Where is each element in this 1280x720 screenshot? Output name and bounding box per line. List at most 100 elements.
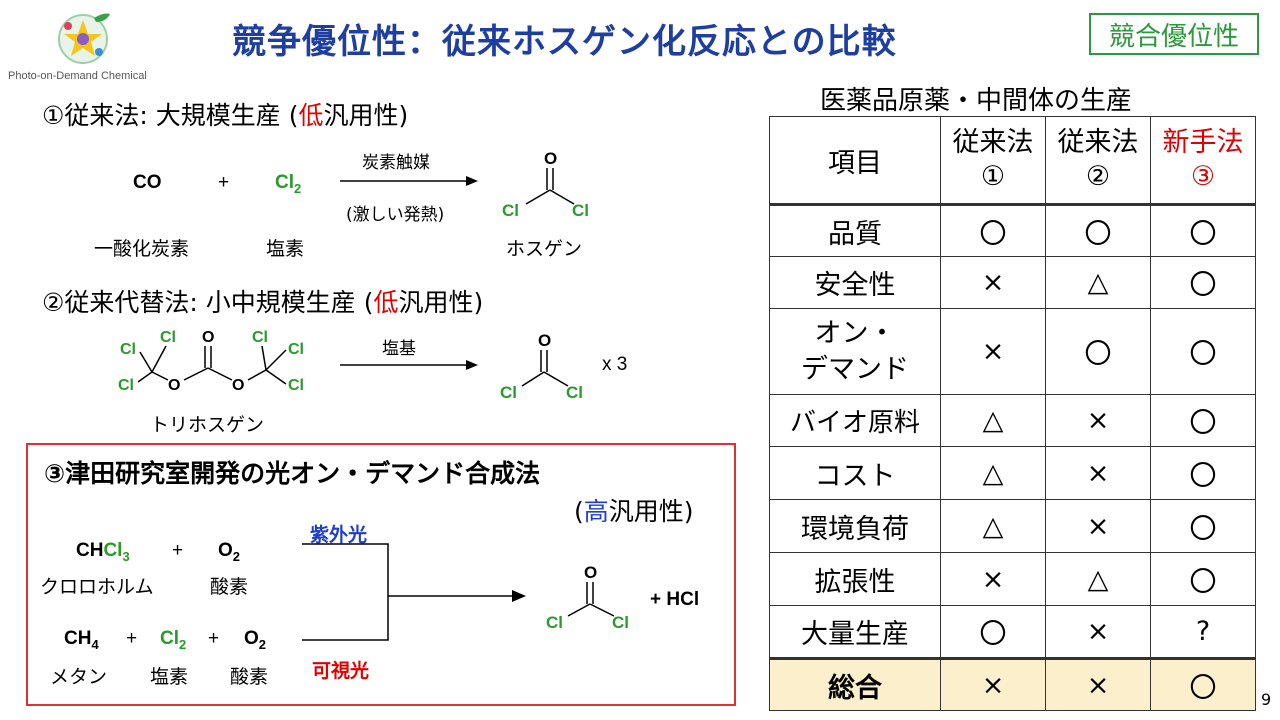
tp-cl-1: Cl: [160, 329, 176, 346]
phosgene-structure-3: O Cl Cl: [546, 563, 629, 632]
table-row: 品質 〇 〇 〇: [769, 204, 1256, 257]
header-method2-line1: 従来法: [1057, 127, 1139, 158]
plus-sign: +: [218, 172, 230, 193]
row-item-line1: オン・: [814, 317, 896, 349]
method1-low: 低: [298, 101, 324, 130]
row-item-line2: デマンド: [801, 353, 909, 385]
table-row: 環境負荷 △ × 〇: [769, 499, 1256, 553]
triphosgene-multiplier: x 3: [602, 354, 628, 375]
o2-formula-2: O2: [244, 628, 267, 652]
oxygen-label-1: 酸素: [210, 576, 249, 598]
methane-label: メタン: [50, 666, 108, 688]
table-row: 安全性 × △ 〇: [769, 256, 1256, 309]
logo-text: Photo-on-Demand Chemical: [8, 70, 147, 82]
table-row: コスト △ × 〇: [769, 446, 1256, 500]
hcl-byproduct: + HCl: [650, 589, 700, 610]
row-item: 安全性: [769, 256, 941, 309]
competitive-advantage-badge: 競合優位性: [1089, 13, 1259, 55]
row-m3: 〇: [1150, 204, 1256, 257]
phosgene1-cl-right: Cl: [572, 201, 589, 220]
row-m1: ×: [940, 552, 1046, 606]
method3-high: 高: [583, 497, 609, 526]
total-m1: ×: [940, 657, 1046, 711]
header-method3-line2: ③: [1190, 161, 1216, 192]
table-caption: 医薬品原薬・中間体の生産: [820, 86, 1133, 116]
method3-box: [26, 443, 736, 706]
tp-cl-6: Cl: [288, 377, 304, 394]
row-m2: ×: [1045, 394, 1151, 447]
row-m1: ×: [940, 308, 1046, 395]
logo: [48, 6, 118, 68]
uv-light-label: 紫外光: [310, 524, 368, 546]
co-formula: CO: [133, 172, 162, 193]
total-m2: ×: [1045, 657, 1151, 711]
method2-low: 低: [373, 288, 399, 317]
method1-title-text: ①従来法: 大規模生産 (: [42, 101, 299, 130]
row-m2: △: [1045, 552, 1151, 606]
oxygen-label-2: 酸素: [230, 666, 269, 688]
total-m3: 〇: [1150, 657, 1256, 711]
method3-sub-open: (: [574, 497, 584, 526]
tp-o-1: O: [168, 377, 180, 394]
total-item: 総合: [769, 657, 941, 711]
phosgene3-o: O: [584, 563, 597, 582]
method3-plus-2: +: [126, 628, 138, 649]
header-method1-line1: 従来法: [952, 127, 1034, 158]
phosgene3-cl-left: Cl: [546, 613, 563, 632]
method2-title: ②従来代替法: 小中規模生産 (低汎用性): [42, 283, 483, 319]
row-m3: 〇: [1150, 499, 1256, 553]
tp-cl-4: Cl: [252, 329, 268, 346]
method3-title: ③津田研究室開発の光オン・デマンド合成法: [44, 459, 541, 488]
row-m3: 〇: [1150, 394, 1256, 447]
row-m2: △: [1045, 256, 1151, 309]
page-title: 競争優位性：従来ホスゲン化反応との比較: [232, 22, 897, 62]
tp-o-3: O: [232, 377, 244, 394]
phosgene2-cl-right: Cl: [566, 383, 583, 402]
method3-sub-end: 汎用性): [608, 497, 694, 526]
row-m2: 〇: [1045, 204, 1151, 257]
page-number: 9: [1261, 690, 1272, 709]
row-m1: △: [940, 446, 1046, 500]
method3-plus-1: +: [172, 540, 184, 561]
row-item: 環境負荷: [769, 499, 941, 553]
phosgene-label: ホスゲン: [506, 238, 583, 260]
row-m2: ×: [1045, 446, 1151, 500]
method1-title-end: 汎用性): [323, 101, 409, 130]
row-m1: ×: [940, 256, 1046, 309]
row-item: バイオ原料: [769, 394, 941, 447]
triphosgene-structure: Cl Cl Cl O O O Cl Cl Cl: [118, 329, 304, 394]
table-row: バイオ原料 △ × 〇: [769, 394, 1256, 447]
o2-formula-1: O2: [218, 540, 241, 564]
table-row: 拡張性 × △ 〇: [769, 552, 1256, 606]
header-method3-line1: 新手法: [1162, 127, 1244, 158]
row-item: オン・デマンド: [769, 308, 941, 395]
row-item: 品質: [769, 204, 941, 257]
cl2-formula: Cl2: [275, 172, 302, 196]
row-m3: 〇: [1150, 446, 1256, 500]
arrow1-bottom-label: (激しい発熱): [346, 205, 445, 225]
table-row: 大量生産 〇 × ?: [769, 605, 1256, 659]
reaction-arrow-1: [340, 176, 478, 186]
co-label: 一酸化炭素: [94, 238, 190, 260]
method3-plus-3: +: [208, 628, 220, 649]
row-m3: 〇: [1150, 256, 1256, 309]
row-m2: ×: [1045, 605, 1151, 659]
tp-cl-2: Cl: [120, 341, 136, 358]
row-m1: 〇: [940, 204, 1046, 257]
merge-arrow: [302, 543, 526, 641]
row-m1: △: [940, 394, 1046, 447]
tp-cl-3: Cl: [118, 377, 134, 394]
arrow2-top-label: 塩基: [382, 339, 416, 359]
header-method2-line2: ②: [1085, 161, 1111, 192]
triphosgene-label: トリホスゲン: [150, 414, 265, 436]
visible-light-label: 可視光: [312, 660, 370, 682]
row-m2: ×: [1045, 499, 1151, 553]
cl2-label: 塩素: [266, 238, 305, 260]
chcl3-formula: CHCl3: [76, 540, 130, 564]
phosgene2-o: O: [538, 331, 551, 350]
row-m3: 〇: [1150, 308, 1256, 395]
